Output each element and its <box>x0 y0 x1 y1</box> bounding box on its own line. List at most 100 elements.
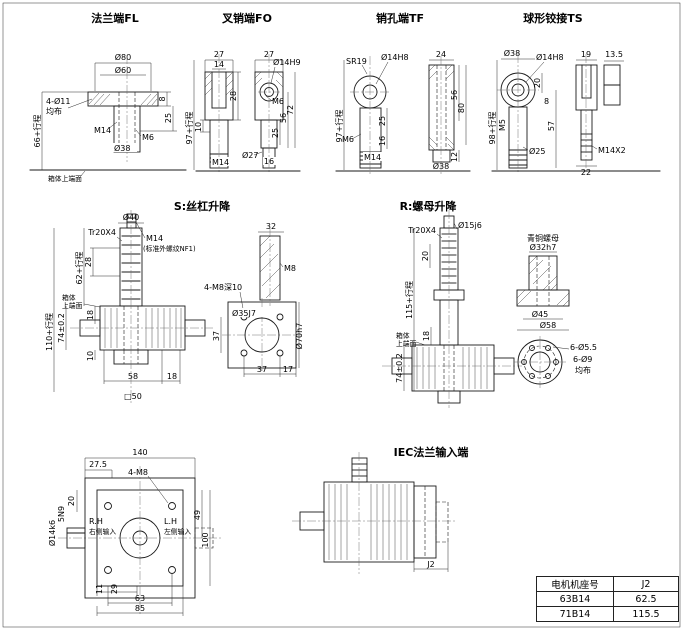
dim-label: 49 <box>193 510 202 520</box>
dim-label: 25 <box>164 113 173 123</box>
view-screw-lift-s: S:丝杠升降 Ø40 Tr20X4 M14 (标准外螺纹NF1) 28 62+行… <box>44 199 304 404</box>
view-input-shaft: 140 27.5 4-M8 20 5N9 Ø14k6 R.H 右侧输入 L.H … <box>47 448 222 616</box>
dim-label: 28 <box>229 91 238 101</box>
dim-label: 115+行程 <box>404 281 414 319</box>
table-header-frame: 电机机座号 <box>536 576 614 592</box>
note-label: 箱体 <box>396 331 410 340</box>
dim-label: Ø25 <box>529 146 545 156</box>
dim-label: 32 <box>266 222 276 231</box>
view-spherical-ts: 球形铰接TS Ø38 Ø14H8 20 8 M5 Ø25 98+行程 57 19… <box>487 11 661 177</box>
dim-label: 10 <box>86 351 95 361</box>
note-label: (标准外螺纹NF1) <box>143 244 196 253</box>
iec-gearbox-outline <box>323 481 415 563</box>
note-label: 左侧输入 <box>164 527 191 536</box>
dim-label: □50 <box>124 392 142 401</box>
dim-label: 37 <box>212 331 221 341</box>
view-title-tf: 销孔端TF <box>376 11 424 25</box>
dim-label: 62+行程 <box>74 252 84 285</box>
tf-side-bar-outline <box>428 64 455 151</box>
dim-label: 11 <box>95 584 104 594</box>
dim-label: Ø70h7 <box>294 323 304 350</box>
dim-label: L.H <box>164 517 177 526</box>
clevis-outline <box>575 64 598 111</box>
dim-label: 37 <box>257 365 267 374</box>
dim-label: 13.5 <box>605 50 623 59</box>
dim-label: M6 <box>142 133 154 142</box>
view-pinhole-tf: 销孔端TF SR19 Ø14H8 M6 25 16 M14 97+行程 24 5… <box>334 11 471 174</box>
note-label: 上端面 <box>62 301 83 310</box>
dim-label: 110+行程 <box>44 313 54 351</box>
view-title-fl: 法兰端FL <box>91 11 139 25</box>
dim-label: 140 <box>132 448 147 457</box>
dim-label: 8 <box>544 97 549 106</box>
gearbox-outline <box>411 344 495 392</box>
dim-label: 80 <box>457 103 466 113</box>
view-title-s: S:丝杠升降 <box>174 199 231 213</box>
view-iec-flange: IEC法兰输入端 J2 <box>292 445 468 574</box>
dim-label: 10 <box>194 122 203 132</box>
dim-label: M5 <box>498 119 507 131</box>
dim-label: 20 <box>421 251 430 261</box>
dim-label: 17 <box>283 365 293 374</box>
dim-label: 18 <box>167 372 177 381</box>
dim-label: Ø35J7 <box>232 308 256 318</box>
dim-label: Ø14H8 <box>381 52 409 62</box>
dim-label: 5N9 <box>57 506 66 522</box>
table-row: 71B14 115.5 <box>536 606 679 622</box>
dim-label: 20 <box>67 496 76 506</box>
dim-label: M14X2 <box>598 146 626 155</box>
view-flange-fl: 法兰端FL Ø80 Ø60 4-Ø11 均布 M14 Ø38 M6 8 25 6… <box>29 11 187 183</box>
dim-label: M14 <box>94 126 111 135</box>
dim-label: 18 <box>422 331 431 341</box>
dim-label: 4-M8深10 <box>204 283 242 292</box>
dim-label: 58 <box>128 372 138 381</box>
table-row: 63B14 62.5 <box>536 591 679 607</box>
dim-label: 20 <box>533 78 542 88</box>
dim-label: M6 <box>342 135 354 144</box>
dim-label: Ø14H9 <box>273 57 301 67</box>
dim-label: J2 <box>426 560 434 569</box>
dim-label: 16 <box>378 136 387 146</box>
dim-label: Ø38 <box>114 143 130 153</box>
dim-label: 8 <box>158 96 167 101</box>
dim-label: 4-Ø11 <box>46 96 70 106</box>
view-title-r: R:螺母升降 <box>400 199 458 213</box>
dim-label: 4-M8 <box>128 468 148 477</box>
flange-plate-outline <box>87 91 159 107</box>
dim-label: 28 <box>84 257 93 267</box>
dim-label: 100 <box>201 532 210 547</box>
dim-label: R.H <box>89 517 103 526</box>
dim-label: 63 <box>135 594 145 603</box>
dim-label: 25 <box>271 128 280 138</box>
view-title-fo: 叉销端FO <box>221 11 272 25</box>
tf-shank-outline <box>359 107 382 169</box>
note-label: 青铜螺母 <box>527 233 559 243</box>
dim-label: Tr20X4 <box>407 226 436 235</box>
note-label: 箱体上端面 <box>48 174 82 183</box>
view-fork-fo: 叉销端FO 27 14 28 10 97+行程 M14 27 Ø14H9 M6 … <box>184 11 301 174</box>
dim-label: 6-Ø5.5 <box>570 342 597 352</box>
table-cell-frame: 71B14 <box>536 606 614 622</box>
table-header-j2: J2 <box>613 576 679 592</box>
dim-label: SR19 <box>346 57 367 66</box>
dim-label: 85 <box>135 604 145 613</box>
table-cell-j2: 62.5 <box>613 591 679 607</box>
dim-label: 98+行程 <box>487 112 497 145</box>
dim-label: 74±0.2 <box>395 353 404 383</box>
dim-label: 均布 <box>46 106 62 116</box>
dim-label: M14 <box>146 234 163 243</box>
bronze-nut-flange <box>516 289 570 307</box>
note-label: 箱体 <box>62 293 76 302</box>
dim-label: 22 <box>581 168 591 177</box>
left-input-shaft <box>66 527 86 549</box>
view-nut-lift-r: R:螺母升降 Ø15j6 Tr20X4 20 115+行程 18 箱体 上端面 … <box>382 199 597 408</box>
note-label: 上端面 <box>396 339 417 348</box>
dim-label: Tr20X4 <box>87 228 116 237</box>
bronze-nut-body <box>528 255 558 291</box>
dim-label: Ø80 <box>115 52 131 62</box>
dim-label: 29 <box>110 584 119 594</box>
dim-label: Ø60 <box>115 65 131 75</box>
motor-spigot-hidden <box>435 501 449 543</box>
